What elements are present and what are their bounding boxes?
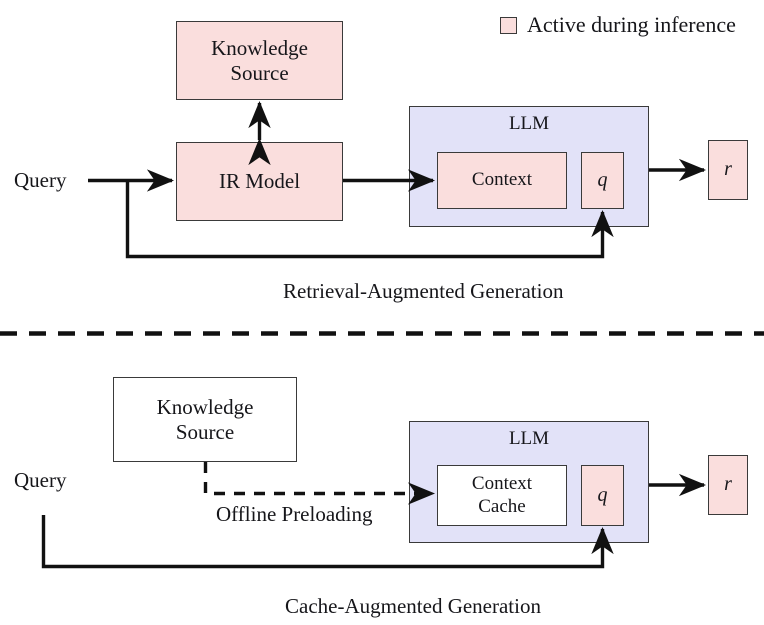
cag-context-cache-box: Context Cache	[437, 465, 567, 526]
cag-query-label: Query	[14, 468, 67, 492]
rag-response-box: r	[708, 140, 748, 200]
legend-label: Active during inference	[527, 12, 736, 37]
cag-response-box: r	[708, 455, 748, 515]
cag-query-token-box: q	[581, 465, 624, 526]
cag-preload-label: Offline Preloading	[216, 502, 373, 526]
cag-caption: Cache-Augmented Generation	[285, 594, 541, 618]
rag-ir-model-box: IR Model	[176, 142, 343, 221]
cag-knowledge-source-box: Knowledge Source	[113, 377, 297, 462]
rag-caption: Retrieval-Augmented Generation	[283, 279, 564, 303]
cag-offline-preloading-wire	[203, 462, 436, 505]
rag-query-token-box: q	[581, 152, 624, 209]
legend-swatch	[500, 17, 517, 34]
rag-knowledge-source-box: Knowledge Source	[176, 21, 343, 100]
rag-query-label: Query	[14, 168, 67, 192]
cag-llm-title: LLM	[508, 428, 550, 449]
rag-context-box: Context	[437, 152, 567, 209]
rag-llm-title: LLM	[508, 113, 550, 134]
